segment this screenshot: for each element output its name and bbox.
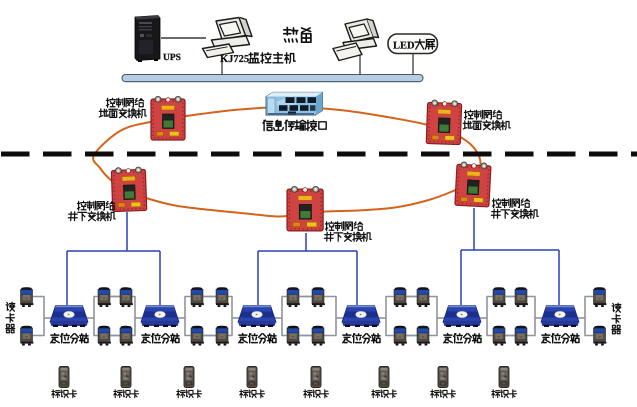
svg-text:UPS: UPS [163, 53, 181, 63]
svg-text:LED: LED [393, 41, 415, 52]
svg-text:KJ725: KJ725 [220, 54, 249, 65]
